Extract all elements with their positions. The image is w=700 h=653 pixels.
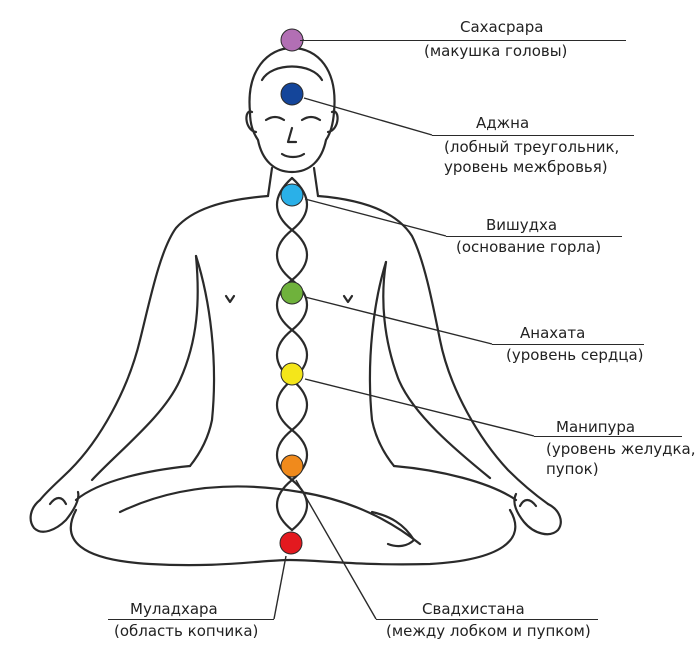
ear-right [326, 110, 339, 134]
neck-right [312, 166, 320, 198]
nipple-left [224, 294, 236, 304]
hair-line [260, 65, 324, 82]
shoulder-right [316, 194, 550, 506]
hand-left-fingers [48, 496, 68, 506]
hand-right [513, 492, 562, 536]
rule-manipura [534, 436, 682, 437]
ear-left [245, 110, 258, 134]
torso-left [188, 254, 216, 468]
mouth [280, 152, 306, 159]
label-anahata-desc: (уровень сердца) [506, 346, 644, 364]
label-vishuddha-name: Вишудха [486, 216, 558, 234]
label-sahasrara-desc: (макушка головы) [424, 42, 568, 60]
rule-ajna [432, 135, 634, 136]
label-ajna-name: Аджна [476, 114, 530, 132]
label-manipura-desc-1: (уровень желудка, [546, 440, 696, 458]
label-ajna-desc-1: (лобный треугольник, [444, 138, 620, 156]
crossed-shin [118, 485, 422, 546]
label-svadhisthana-name: Свадхистана [422, 600, 525, 618]
label-anahata-name: Анахата [520, 324, 586, 342]
label-manipura-name: Манипура [556, 418, 636, 436]
inner-arm-right [382, 260, 492, 480]
rule-sahasrara [300, 40, 626, 41]
rule-muladhara [108, 619, 274, 620]
leader-line-anahata [304, 296, 493, 345]
label-vishuddha-desc: (основание горла) [456, 238, 602, 256]
nose [286, 126, 298, 144]
thigh-right [392, 464, 518, 502]
label-muladhara-desc: (область копчика) [114, 622, 259, 640]
eye-right [300, 115, 322, 122]
thigh-left [74, 464, 192, 502]
rule-vishuddha [446, 236, 622, 237]
hand-right-fingers [518, 498, 538, 508]
eye-left [264, 115, 286, 122]
neck-left [266, 166, 274, 198]
leader-line-muladhara [273, 555, 287, 620]
shoulder-left [38, 194, 270, 502]
label-ajna-desc-2: уровень межбровья) [444, 158, 608, 176]
chakra-dot-manipura [280, 362, 304, 386]
chakra-dot-muladhara [279, 531, 303, 555]
chakra-dot-svadhisthana [280, 454, 304, 478]
rule-svadhisthana [376, 619, 598, 620]
foot [370, 510, 416, 548]
rule-anahata [492, 344, 644, 345]
label-sahasrara-name: Сахасрара [460, 18, 544, 36]
leader-line-ajna [303, 97, 433, 136]
nipple-right [342, 294, 354, 304]
torso-right [368, 260, 396, 468]
leader-line-svadhisthana [295, 479, 377, 620]
leader-line-vishuddha [304, 198, 447, 237]
inner-arm-left [90, 254, 199, 482]
hand-left [29, 490, 80, 533]
chakra-dot-ajna [280, 82, 304, 106]
leader-line-manipura [304, 378, 535, 437]
chakra-dot-anahata [280, 281, 304, 305]
leg-lower-outline [69, 508, 517, 567]
label-muladhara-name: Муладхара [130, 600, 218, 618]
label-manipura-desc-2: пупок) [546, 460, 599, 478]
label-svadhisthana-desc: (между лобком и пупком) [386, 622, 591, 640]
chakra-dot-vishuddha [280, 183, 304, 207]
